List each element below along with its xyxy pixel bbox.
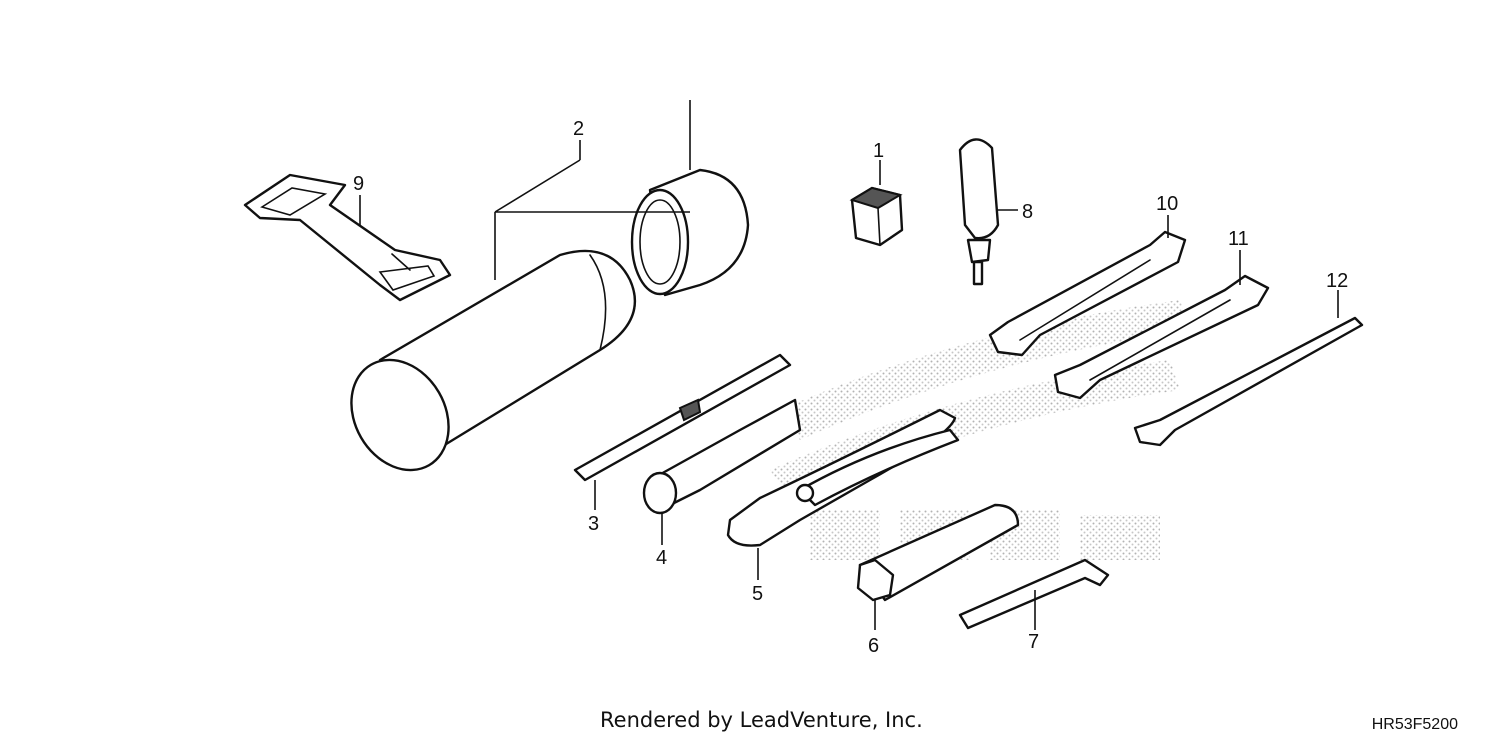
callout-12: 12 xyxy=(1326,270,1348,292)
socket-part[interactable] xyxy=(642,398,802,515)
callout-2: 2 xyxy=(573,118,584,140)
strap-part[interactable] xyxy=(243,173,452,302)
wrench-12-part[interactable] xyxy=(1133,316,1364,447)
callout-6: 6 xyxy=(868,635,879,657)
hex-key-part[interactable] xyxy=(958,558,1110,630)
pliers-part[interactable] xyxy=(726,408,960,547)
render-credit: Rendered by LeadVenture, Inc. xyxy=(600,708,923,732)
callout-4: 4 xyxy=(656,547,667,569)
callout-5: 5 xyxy=(752,583,763,605)
callout-labels: 1 2 3 4 5 6 7 8 9 10 11 12 xyxy=(353,118,1348,657)
leader-lines xyxy=(359,100,1339,630)
tool-tube-part[interactable] xyxy=(332,249,637,488)
tube-cap-part[interactable] xyxy=(630,168,750,297)
fuse-part[interactable] xyxy=(849,186,904,247)
wrench-11-part[interactable] xyxy=(1053,274,1270,400)
callout-11: 11 xyxy=(1228,228,1249,250)
callout-1: 1 xyxy=(873,140,884,162)
screwdriver-handle-part[interactable] xyxy=(958,138,1000,286)
callout-8: 8 xyxy=(1022,201,1033,223)
diagram-code: HR53F5200 xyxy=(1371,716,1458,733)
callout-7: 7 xyxy=(1028,631,1039,653)
callout-9: 9 xyxy=(353,173,364,195)
wrench-10-part[interactable] xyxy=(988,230,1187,357)
screwdriver-shaft-part[interactable] xyxy=(573,353,792,482)
plug-wrench-part[interactable] xyxy=(856,503,1020,602)
callout-10: 10 xyxy=(1156,193,1178,215)
callout-3: 3 xyxy=(588,513,599,535)
